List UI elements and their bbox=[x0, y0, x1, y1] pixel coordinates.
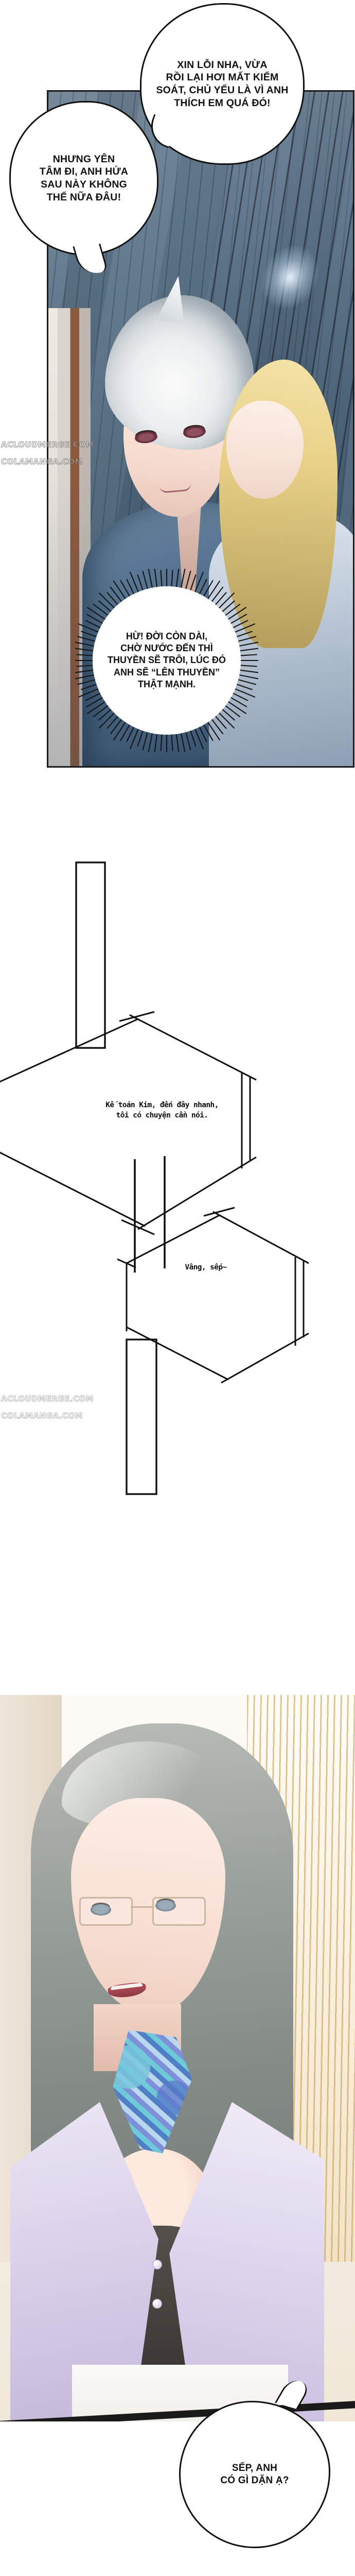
blazer-button-2 bbox=[152, 2299, 162, 2309]
bubble-apology-text: XIN LỖI NHA, VỪA RỒI LẠI HƠI MẤT KIỂM SO… bbox=[156, 59, 289, 109]
panel-2-hexagon-dialogue bbox=[0, 773, 355, 1340]
glasses-bridge bbox=[131, 1906, 154, 1908]
watermark-line-1: ACLOUDMERGE.COM bbox=[1, 439, 94, 449]
glasses-icon bbox=[78, 1897, 207, 1926]
watermark-line-2: COLAMANGA.COM bbox=[1, 457, 83, 467]
watermark-line-2: COLAMANGA.COM bbox=[1, 1411, 83, 1421]
bubble-promise: NHƯNG YÊN TÂM ĐI, ANH HỨA SAU NÀY KHÔNG … bbox=[9, 101, 158, 275]
burst-bubble-text: HỪ! ĐỜI CÒN DÀI, CHỜ NƯỚC ĐẾN THÌ THUYỀN… bbox=[93, 586, 241, 735]
glasses-right-lens bbox=[152, 1897, 206, 1926]
bubble-promise-text: NHƯNG YÊN TÂM ĐI, ANH HỨA SAU NÀY KHÔNG … bbox=[39, 153, 129, 203]
watermark-top: ACLOUDMERGE.COM COLAMANGA.COM bbox=[1, 432, 94, 475]
bubble-secretary-question-text: SẾP, ANH CÓ GÌ DẶN Ạ? bbox=[220, 2463, 289, 2486]
girl-face bbox=[226, 401, 304, 499]
hex-dialogue-call-accountant: Kế toán Kim, đến đây nhanh, tôi có chuyệ… bbox=[105, 1101, 219, 1120]
watermark-line-1: ACLOUDMERGE.COM bbox=[1, 1394, 94, 1403]
bubble-apology: XIN LỖI NHA, VỪA RỒI LẠI HƠI MẤT KIỂM SO… bbox=[140, 3, 305, 165]
blazer-button-1 bbox=[152, 2260, 162, 2269]
panel-3-secretary-portrait bbox=[0, 1695, 355, 2458]
hex-dialogue-reply: Vâng, sếp~ bbox=[185, 1263, 227, 1272]
watermark-middle: ACLOUDMERGE.COM COLAMANGA.COM bbox=[1, 1386, 94, 1429]
glasses-left-lens bbox=[79, 1897, 133, 1926]
bubble-burst-thought: HỪ! ĐỜI CÒN DÀI, CHỜ NƯỚC ĐẾN THÌ THUYỀN… bbox=[75, 569, 258, 752]
woman-left-eye bbox=[91, 1904, 111, 1916]
bubble-secretary-question: SẾP, ANH CÓ GÌ DẶN Ạ? bbox=[179, 2378, 330, 2548]
woman-right-eye bbox=[155, 1900, 176, 1911]
